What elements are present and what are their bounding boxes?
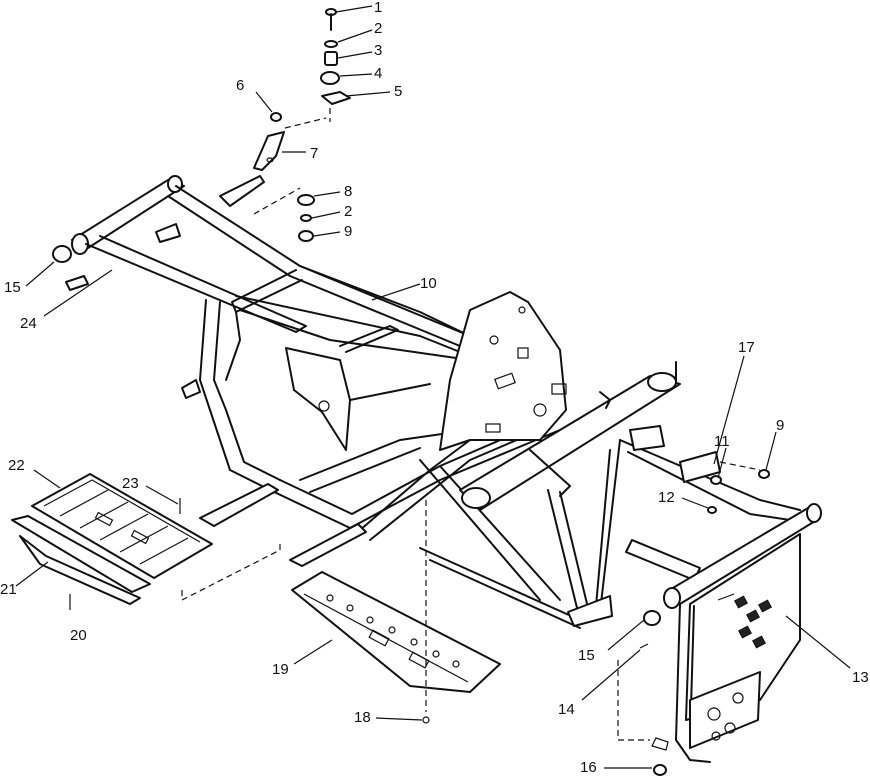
top-mount-hardware — [320, 8, 351, 122]
callout-14: 14 — [558, 701, 575, 718]
callout-22: 22 — [8, 457, 25, 474]
left-footrest — [11, 473, 281, 605]
callout-20: 20 — [70, 627, 87, 644]
washer-stack — [253, 187, 315, 242]
skid-plate — [291, 500, 501, 724]
rear-cross-beam — [459, 361, 801, 627]
main-frame — [71, 175, 581, 629]
callout-24: 24 — [20, 315, 37, 332]
callout-1: 1 — [374, 0, 383, 16]
callout-2: 2 — [374, 20, 383, 37]
callout-17: 17 — [738, 339, 755, 356]
callout-8: 8 — [344, 183, 353, 200]
rear-small-parts — [617, 451, 770, 776]
callout-4: 4 — [374, 65, 383, 82]
callout-13: 13 — [852, 669, 869, 686]
callout-10: 10 — [420, 275, 437, 292]
callout-7: 7 — [310, 145, 319, 162]
callout-9b: 9 — [776, 417, 785, 434]
callout-16: 16 — [580, 759, 597, 776]
callout-3: 3 — [374, 42, 383, 59]
leader-lines — [15, 5, 851, 769]
front-small-parts — [52, 245, 89, 291]
callout-21: 21 — [0, 581, 17, 598]
upper-bracket — [253, 112, 327, 171]
callout-15b: 15 — [578, 647, 595, 664]
callout-2b: 2 — [344, 203, 353, 220]
callout-9: 9 — [344, 223, 353, 240]
callout-23: 23 — [122, 475, 139, 492]
callout-19: 19 — [272, 661, 289, 678]
callout-11: 11 — [714, 433, 730, 450]
rear-bumper — [651, 503, 822, 763]
seat-bracket-plate — [439, 291, 567, 451]
callout-5: 5 — [394, 83, 403, 100]
callout-6: 6 — [236, 77, 245, 94]
callout-15: 15 — [4, 279, 21, 296]
callout-18: 18 — [354, 709, 371, 726]
callout-12: 12 — [658, 489, 675, 506]
